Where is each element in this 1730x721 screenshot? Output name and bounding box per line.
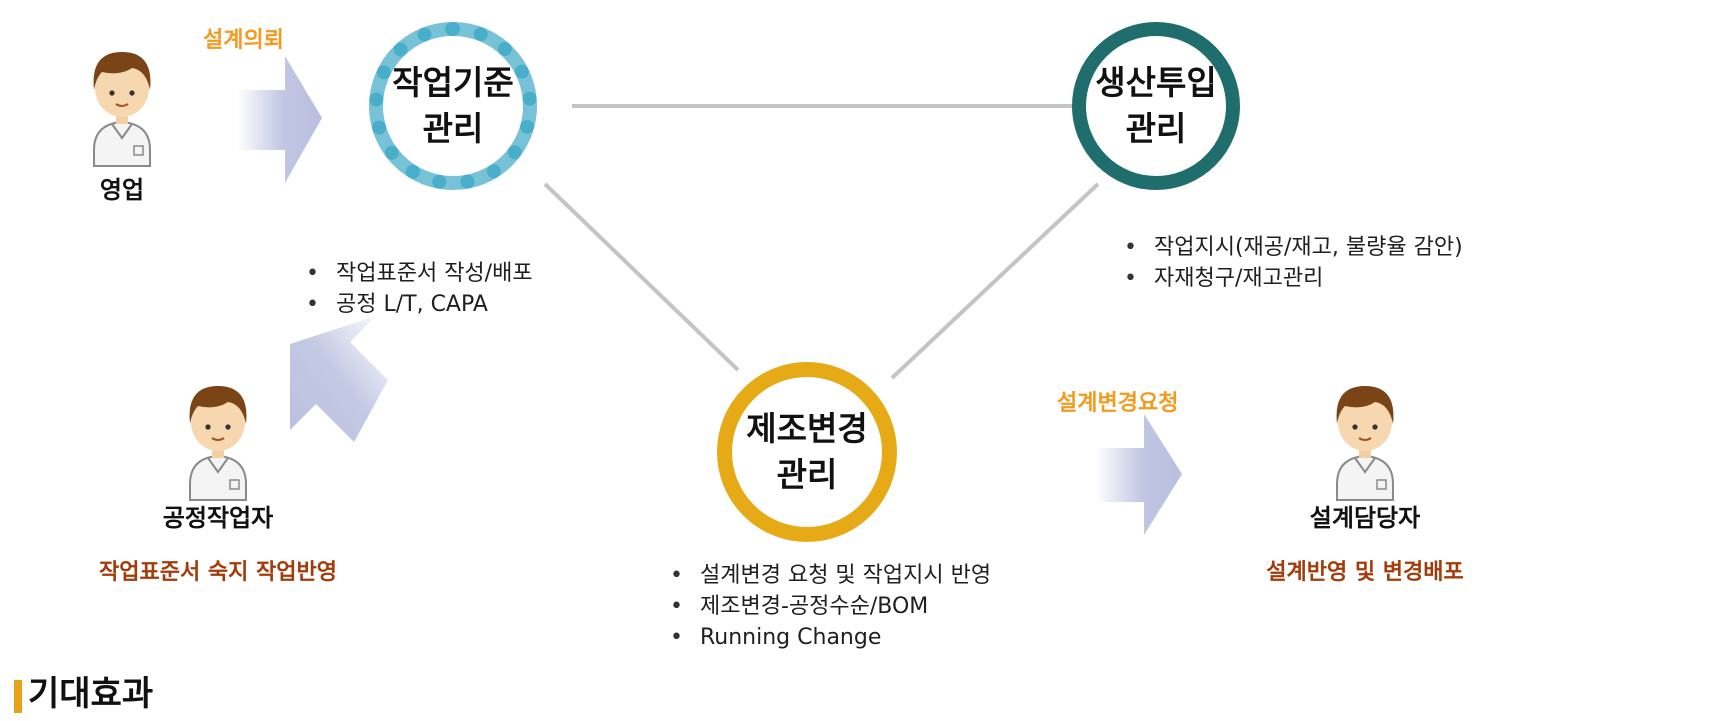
change-bullet-list: 설계변경 요청 및 작업지시 반영 제조변경-공정수순/BOM Running … [664,560,991,653]
designer-role-name: 설계담당자 [1309,504,1421,532]
link-production-change [890,182,1100,380]
production-bullet-list: 작업지시(재공/재고, 불량율 감안) 자재청구/재고관리 [1118,232,1463,294]
arrow-sales-to-standard [237,56,322,183]
list-item: 공정 L/T, CAPA [300,289,533,320]
sales-request-label: 설계의뢰 [203,28,284,53]
node-standard-ring-solid [369,22,537,190]
list-item: 자재청구/재고관리 [1118,263,1463,294]
sales-role-name: 영업 [99,176,145,204]
designer-request-label: 설계변경요청 [1057,391,1179,416]
link-standard-change [543,182,740,372]
designer-person-icon [1336,386,1394,501]
node-change-label: 제조변경 관리 [746,409,868,494]
node-production-label: 생산투입 관리 [1095,63,1217,148]
list-item: Running Change [664,622,991,653]
worker-role-name: 공정작업자 [162,504,274,532]
worker-person-icon [189,386,247,501]
node-production-management: 생산투입 관리 [1072,22,1240,190]
arrow-change-to-designer [1096,414,1182,535]
worker-duty-label: 작업표준서 숙지 작업반영 [99,560,337,585]
arrow-standard-to-worker [290,316,388,442]
designer-duty-label: 설계반영 및 변경배포 [1266,560,1464,585]
list-item: 설계변경 요청 및 작업지시 반영 [664,560,991,591]
section-title: 기대효과 [28,674,154,714]
list-item: 제조변경-공정수순/BOM [664,591,991,622]
sales-person-icon [93,52,151,167]
section-heading: 기대효과 [14,674,153,714]
section-marker-bar [14,680,22,713]
list-item: 작업표준서 작성/배포 [300,258,533,289]
node-change-management: 제조변경 관리 [717,362,897,542]
standard-bullet-list: 작업표준서 작성/배포 공정 L/T, CAPA [300,258,533,320]
list-item: 작업지시(재공/재고, 불량율 감안) [1118,232,1463,263]
